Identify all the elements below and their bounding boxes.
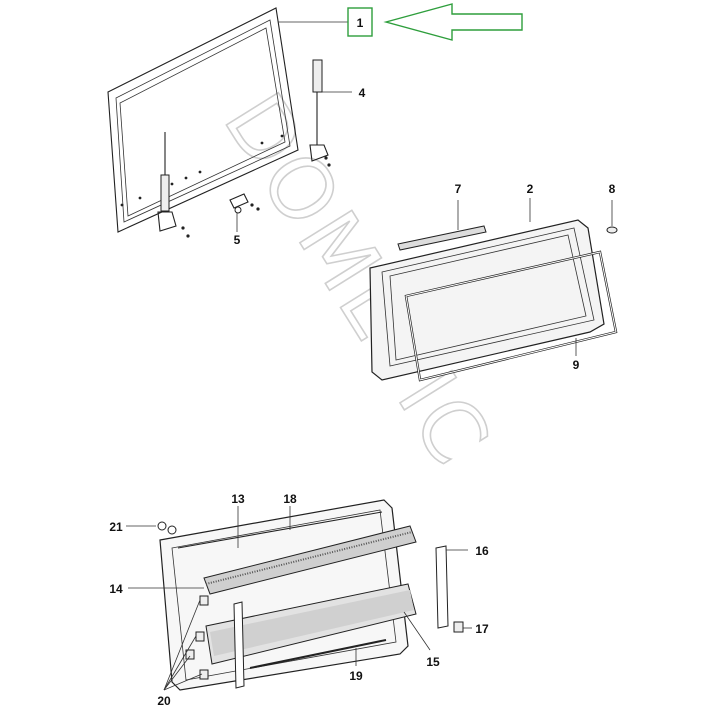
gas-strut-right [309,59,331,167]
flyscreen-roller [203,525,417,595]
callout-17: 17 [463,622,489,636]
side-guide-right [435,545,449,629]
callout-18: 18 [283,492,297,530]
label-4: 4 [359,86,366,100]
callout-4: 4 [322,86,366,100]
guide-clip [453,621,464,633]
rail-top [177,511,383,549]
inner-frame [369,219,605,381]
side-guide-left [233,601,245,689]
label-7: 7 [455,182,462,196]
callout-19: 19 [349,648,363,683]
callout-5: 5 [234,213,241,247]
blind-roller [205,583,417,665]
label-16: 16 [475,544,489,558]
callout-15: 15 [403,611,440,669]
label-20: 20 [157,694,171,708]
seal-strip [397,225,487,251]
highlight-arrow [383,3,523,41]
label-8: 8 [609,182,616,196]
label-18: 18 [283,492,297,506]
label-14: 14 [109,582,123,596]
label-13: 13 [231,492,245,506]
window-pane-assembly [107,7,299,233]
label-5: 5 [234,233,241,247]
callout-13: 13 [231,492,245,548]
callout-9: 9 [573,338,580,372]
hinge-bracket [229,193,260,214]
rubber-seal [404,250,618,382]
callout-1: 1 [278,7,373,37]
callout-8: 8 [609,182,616,226]
screw-cap [606,226,618,234]
label-17: 17 [475,622,489,636]
callout-20: 20 [157,599,203,708]
callout-16: 16 [446,544,489,558]
callout-14: 14 [109,582,204,596]
bottom-rod [249,639,387,669]
label-19: 19 [349,669,363,683]
label-15: 15 [426,655,440,669]
pane-fastener-dots [120,134,284,207]
frame-fasteners [157,521,177,535]
label-9: 9 [573,358,580,372]
callout-7: 7 [455,182,462,230]
label-1: 1 [357,16,364,30]
label-21: 21 [109,520,123,534]
label-2: 2 [527,182,534,196]
gas-strut-left [157,132,190,238]
callout-21: 21 [109,520,156,534]
callout-2: 2 [527,182,534,222]
